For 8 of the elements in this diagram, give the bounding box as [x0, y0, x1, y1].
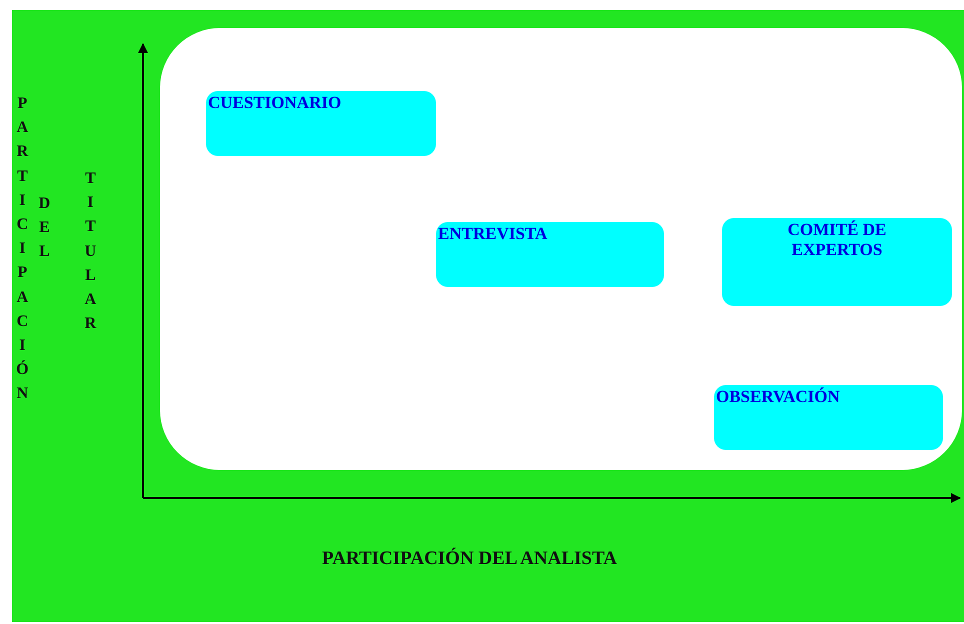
x-axis-title: PARTICIPACIÓN DEL ANALISTA — [322, 548, 617, 570]
method-box: ENTREVISTA — [436, 222, 664, 287]
method-box: COMITÉ DE EXPERTOS — [722, 218, 952, 306]
method-box: CUESTIONARIO — [206, 91, 436, 156]
y-axis-title: PARTICIPACIÓN — [16, 94, 29, 404]
y-axis-title: TITULAR — [84, 169, 97, 334]
method-box: OBSERVACIÓN — [714, 385, 943, 450]
y-axis-title: DEL — [38, 194, 51, 262]
